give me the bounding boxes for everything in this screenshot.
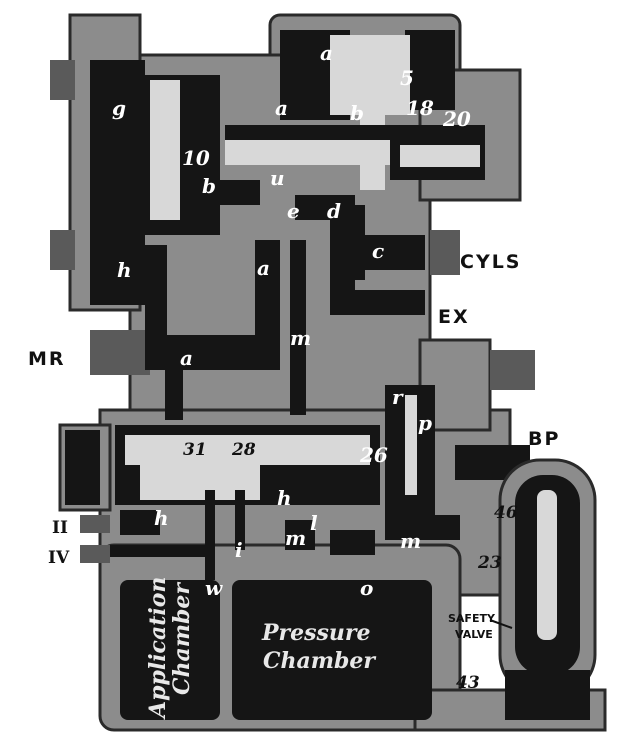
label-a-mid: a [257, 256, 270, 280]
label-w: w [205, 576, 223, 600]
label-u: u [270, 166, 285, 190]
label-26: 26 [359, 443, 388, 467]
label-20: 20 [442, 107, 471, 131]
passages [90, 30, 530, 580]
application-label-line2: Chamber [169, 582, 195, 695]
safety-valve-leader [489, 619, 513, 629]
port-iv-label: IV [48, 548, 70, 568]
safety-valve-label-1: SAFETY [448, 612, 496, 625]
label-46: 46 [494, 503, 518, 523]
label-h-right: h [277, 486, 292, 510]
label-b-left: b [202, 174, 216, 198]
label-a: a [275, 96, 288, 120]
application-chamber [120, 580, 220, 720]
pressure-label-line1: Pressure [261, 620, 371, 646]
label-r: r [392, 385, 404, 409]
label-18: 18 [406, 96, 434, 120]
label-m-lower: m [285, 526, 306, 550]
label-a-top: a [320, 41, 333, 65]
label-i: i [235, 538, 243, 562]
label-m-upper: m [290, 326, 311, 350]
application-label-line1: Application [145, 577, 171, 720]
port-ex-label: EX [438, 306, 470, 328]
label-43: 43 [456, 673, 480, 693]
port-bp-label: BP [528, 428, 560, 450]
port-ii-label: II [52, 518, 68, 538]
label-a-lower: a [180, 346, 193, 370]
label-c: c [372, 239, 384, 263]
fittings [50, 60, 535, 563]
pressure-label-line2: Chamber [263, 648, 376, 674]
pressure-chamber [232, 580, 432, 720]
label-5: 5 [400, 66, 414, 90]
port-cyls-label: CYLS [460, 251, 522, 273]
safety-valve [498, 458, 597, 720]
label-m-right: m [400, 529, 421, 553]
safety-valve-label-2: VALVE [455, 628, 493, 641]
label-h-lower: h [154, 506, 169, 530]
label-l: l [310, 511, 318, 535]
label-e: e [287, 199, 300, 223]
label-g: g [112, 96, 126, 120]
label-31: 31 [183, 440, 207, 460]
label-b: b [350, 101, 364, 125]
label-28: 28 [231, 440, 256, 460]
label-o: o [360, 576, 373, 600]
label-10: 10 [182, 146, 210, 170]
label-d: d [327, 199, 341, 223]
port-mr-label: MR [28, 348, 66, 370]
label-23: 23 [477, 553, 502, 573]
label-h-upper: h [117, 258, 132, 282]
label-p: p [418, 411, 432, 435]
application-chamber-label: Application Chamber [145, 577, 195, 720]
